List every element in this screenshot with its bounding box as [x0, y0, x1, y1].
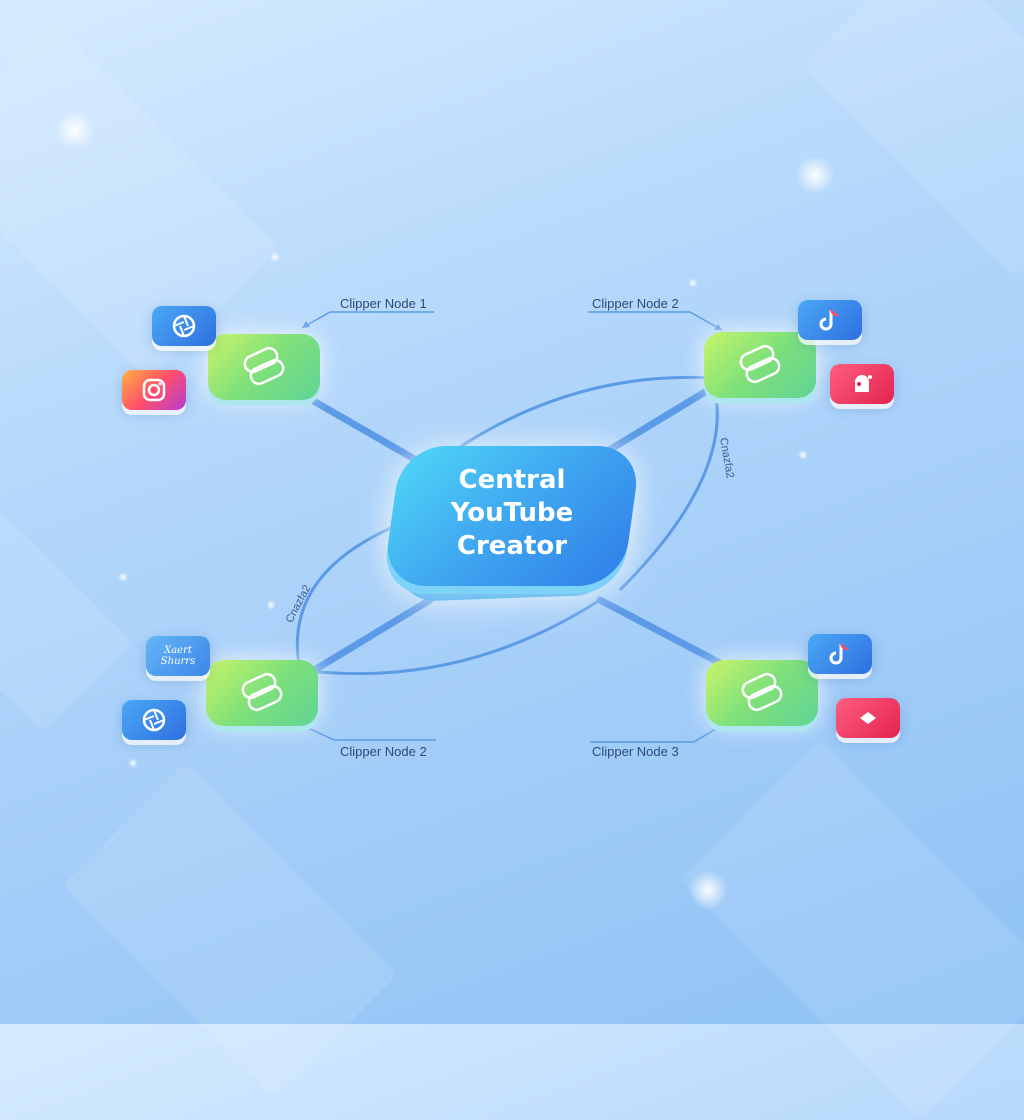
orbit-curve-top	[429, 375, 713, 470]
hub-label-line3: Creator	[456, 531, 568, 561]
icon-text: Xaert Shurrs	[161, 645, 195, 667]
clipper-node-2-bottom-label: Clipper Node 2	[340, 744, 427, 759]
youtube-app-icon[interactable]	[836, 698, 900, 742]
hub-label-line2: YouTube	[450, 498, 574, 528]
link-hub-top-right	[592, 388, 709, 462]
hub-label: Central YouTube Creator	[362, 464, 662, 563]
tiktok-app-icon-top-right[interactable]	[798, 300, 862, 344]
camera-app-icon-top-left[interactable]	[152, 306, 216, 350]
clipper-link-icon	[243, 346, 285, 386]
icon-tile	[122, 370, 186, 410]
clipper-node-bottom-right[interactable]	[702, 650, 822, 738]
link-hub-top-left	[294, 388, 434, 472]
orbit-curve-right	[618, 377, 719, 592]
pointer-arrowhead	[304, 725, 312, 731]
camera-shutter-icon	[142, 708, 166, 732]
connection-lines	[294, 311, 726, 743]
hub-label-line1: Central	[458, 465, 566, 495]
tiktok-icon	[819, 309, 839, 331]
instagram-app-icon[interactable]	[122, 370, 186, 414]
central-hub[interactable]: Central YouTube Creator	[362, 428, 662, 628]
icon-tile	[152, 306, 216, 346]
icon-tile: Xaert Shurrs	[146, 636, 210, 676]
sparkle	[55, 110, 95, 150]
icon-tile	[808, 634, 872, 674]
sparkle	[266, 600, 276, 610]
sparkle	[795, 155, 835, 195]
sparkle	[798, 450, 808, 460]
camera-app-icon-bottom-left[interactable]	[122, 700, 186, 744]
clipper-node-top-right[interactable]	[700, 322, 820, 410]
pointer-arrowhead	[714, 324, 722, 330]
sparkle	[118, 572, 128, 582]
icon-tile	[122, 700, 186, 740]
clipper-node-bottom-left[interactable]	[202, 650, 322, 738]
link-hub-bottom-left	[294, 596, 434, 684]
icon-text-line2: Shurrs	[160, 656, 196, 667]
clipper-link-icon	[241, 672, 283, 712]
clipper-link-icon	[739, 344, 781, 384]
link-hub-bottom-right	[596, 596, 726, 668]
sparkle	[688, 870, 728, 910]
sparkle	[128, 758, 138, 768]
text-app-icon[interactable]: Xaert Shurrs	[146, 636, 210, 680]
tiktok-icon	[829, 643, 849, 665]
snapchat-icon	[855, 375, 872, 392]
clipper-link-icon	[741, 672, 783, 712]
clipper-node-2-label: Clipper Node 2	[592, 296, 679, 311]
icon-tile	[798, 300, 862, 340]
tiktok-app-icon-bottom-right[interactable]	[808, 634, 872, 678]
clipper-node-1-label: Clipper Node 1	[340, 296, 427, 311]
clipper-node-top-left[interactable]	[204, 324, 324, 412]
orbit-curve-left	[295, 518, 411, 671]
sparkle	[688, 278, 698, 288]
camera-shutter-icon	[172, 314, 196, 338]
orbit-curve-bottom	[299, 598, 601, 676]
clipper-node-3-label: Clipper Node 3	[592, 744, 679, 759]
snapchat-app-icon[interactable]	[830, 364, 894, 408]
youtube-play-icon	[860, 712, 876, 724]
icon-tile	[836, 698, 900, 738]
pointer-arrowhead	[302, 321, 310, 328]
sparkle	[270, 252, 280, 262]
icon-tile	[830, 364, 894, 404]
icon-text-line1: Xaert	[164, 645, 192, 656]
instagram-icon	[142, 378, 166, 402]
